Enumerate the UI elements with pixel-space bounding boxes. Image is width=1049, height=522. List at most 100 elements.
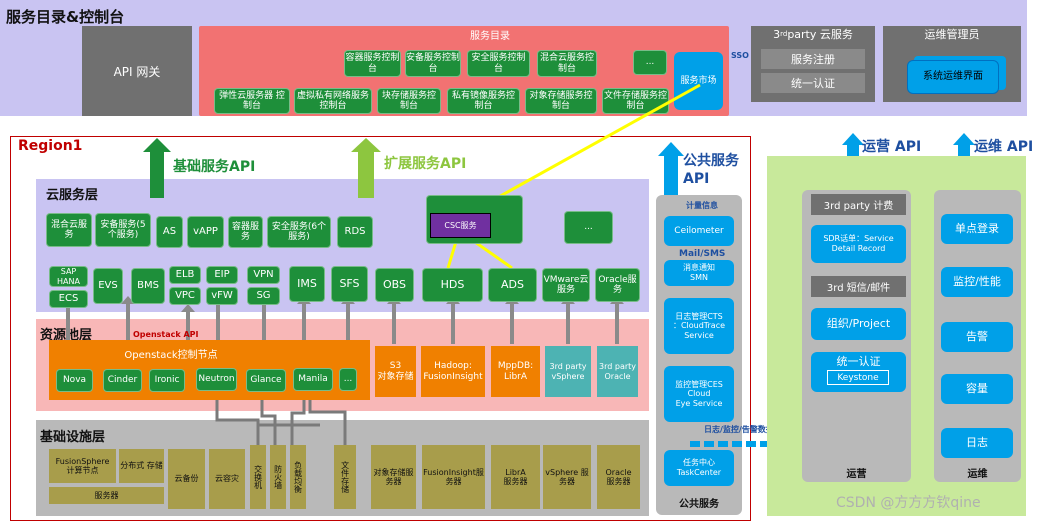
region-frame bbox=[10, 136, 751, 521]
catalog-ecs-console: 弹性云服务器 控制台 bbox=[214, 88, 290, 114]
vsphere-server: vSphere 服务器 bbox=[543, 445, 591, 509]
catalog-image-console: 私有镜像服务控制台 bbox=[447, 88, 520, 114]
sso-label: SSO bbox=[731, 51, 749, 60]
distributed-storage: 分布式 存储 bbox=[119, 449, 164, 483]
libra-server: LibrA 服务器 bbox=[491, 445, 540, 509]
cts-text: 日志管理CTS ：CloudTrace Service bbox=[672, 311, 726, 340]
cloud-layer-title: 云服务层 bbox=[46, 188, 99, 203]
service-market: 服务市场 bbox=[674, 52, 723, 110]
obs: OBS bbox=[375, 268, 414, 302]
mppdb-text: MppDB: LibrA bbox=[497, 361, 534, 382]
sfs: SFS bbox=[331, 266, 368, 302]
s3-storage-text: S3 对象存储 bbox=[377, 361, 414, 382]
openstack-more: ... bbox=[339, 368, 357, 391]
ims: IMS bbox=[289, 266, 325, 302]
keystone: Keystone bbox=[827, 370, 889, 385]
as-service: AS bbox=[156, 216, 183, 248]
infra-up-lines bbox=[215, 398, 347, 445]
load-balancer: 负载均衡 bbox=[290, 445, 306, 509]
vfw: vFW bbox=[206, 287, 238, 305]
firewall-text: 防火墙 bbox=[273, 465, 283, 489]
log: 日志 bbox=[941, 428, 1013, 458]
unified-auth: 统一认证 bbox=[761, 73, 865, 93]
ces-text: 监控管理CES Cloud Eye Service bbox=[675, 379, 723, 408]
mppdb-libra: MppDB: LibrA bbox=[491, 346, 540, 397]
fusioninsight-server: FusionInsight服务器 bbox=[422, 445, 485, 509]
fusionsphere-text: FusionSphere 计算节点 bbox=[55, 456, 110, 475]
neutron: Neutron bbox=[196, 368, 237, 391]
smn: 消息通知 SMN bbox=[664, 260, 734, 286]
catalog-security-console: 安全服务控制台 bbox=[467, 50, 530, 77]
service-registration: 服务注册 bbox=[761, 49, 865, 69]
object-storage-server: 对象存储服务器 bbox=[371, 445, 416, 509]
ext-api-label: 扩展服务API bbox=[384, 156, 467, 172]
third-party-oracle: 3rd party Oracle bbox=[597, 346, 638, 397]
csc-service: CSC服务 bbox=[430, 213, 491, 238]
oracle-server: Oracle 服务器 bbox=[597, 445, 640, 509]
vmware-service: VMware云服务 bbox=[542, 268, 590, 302]
region-title: Region1 bbox=[18, 138, 83, 154]
operation-title: 运营 bbox=[846, 468, 867, 480]
ext-api-arrow bbox=[351, 138, 381, 198]
public-api-arrow bbox=[658, 142, 684, 195]
switch: 交换机 bbox=[250, 445, 266, 509]
service-catalog-title: 服务目录 bbox=[470, 30, 510, 42]
basic-api-label: 基础服务API bbox=[173, 159, 256, 175]
ceilometer: Ceilometer bbox=[664, 216, 734, 246]
oracle-server-text: Oracle 服务器 bbox=[605, 467, 632, 486]
catalog-block-storage-console: 块存储服务控制台 bbox=[377, 88, 441, 114]
ops-api-label: 运营 API bbox=[862, 139, 922, 155]
ops-ui: 系统运维界面 bbox=[907, 60, 999, 94]
evs: EVS bbox=[93, 268, 123, 304]
watermark: CSDN @方方方钦qine bbox=[836, 495, 981, 511]
rds-service: RDS bbox=[337, 216, 373, 248]
third-party-billing: 3rd party 计费 bbox=[811, 194, 906, 215]
hybrid-cloud-service: 混合云服务 bbox=[46, 213, 92, 247]
file-storage-text: 文件存储 bbox=[340, 461, 350, 493]
third-party-vsphere: 3rd party vSphere bbox=[545, 346, 591, 397]
cloud-more: ... bbox=[564, 211, 613, 244]
libra-server-text: LibrA 服务器 bbox=[503, 467, 528, 486]
nova: Nova bbox=[56, 369, 93, 392]
ads: ADS bbox=[488, 268, 537, 302]
catalog-hybrid-console: 混合云服务控制台 bbox=[537, 50, 597, 77]
cloud-dr: 云容灾 bbox=[209, 449, 245, 509]
third-party-sms-mail: 3rd 短信/邮件 bbox=[811, 276, 906, 297]
ironic: Ironic bbox=[149, 369, 185, 392]
vpc: VPC bbox=[169, 287, 201, 305]
maint-api-label: 运维 API bbox=[974, 139, 1034, 155]
ops-api-arrow bbox=[842, 133, 864, 155]
sdr-text: SDR话单：Service Detail Record bbox=[823, 234, 894, 253]
api-gateway: API 网关 bbox=[82, 26, 192, 116]
infra-layer-title: 基础设施层 bbox=[40, 430, 106, 445]
org-project: 组织/Project bbox=[811, 308, 906, 340]
third-party-title-suffix: party 云服务 bbox=[787, 28, 853, 41]
top-title: 服务目录&控制台 bbox=[6, 8, 125, 26]
billing-info-label: 计量信息 bbox=[686, 201, 718, 210]
catalog-more: ... bbox=[633, 50, 667, 75]
elb: ELB bbox=[169, 266, 201, 284]
taskcenter-text: 任务中心 TaskCenter bbox=[676, 458, 722, 477]
manila: Manila bbox=[293, 368, 333, 391]
cloud-backup: 云备份 bbox=[168, 449, 205, 509]
security-backup-service: 安备服务(5个服务) bbox=[95, 213, 151, 247]
basic-api-arrow bbox=[143, 138, 171, 198]
catalog-object-storage-console: 对象存储服务控制台 bbox=[525, 88, 597, 114]
catalog-vpc-console: 虚拟私有网络服务控制台 bbox=[294, 88, 372, 114]
alarm: 告警 bbox=[941, 322, 1013, 352]
s3-storage: S3 对象存储 bbox=[375, 346, 416, 397]
vsphere-text: 3rd party vSphere bbox=[549, 362, 587, 381]
log-data-label: 日志/监控/告警数据 bbox=[704, 425, 774, 434]
openstack-api-label: Openstack API bbox=[133, 330, 199, 339]
security-service: 安全服务(6个服务) bbox=[267, 216, 331, 248]
glance: Glance bbox=[246, 369, 286, 392]
switch-text: 交换机 bbox=[253, 465, 263, 489]
container-service: 容器服务 bbox=[228, 216, 263, 248]
catalog-container-console: 容器服务控制台 bbox=[344, 50, 401, 77]
hadoop-text: Hadoop: FusionInsight bbox=[423, 361, 483, 382]
resource-up-arrows bbox=[61, 296, 624, 392]
sdr-record: SDR话单：Service Detail Record bbox=[811, 225, 906, 263]
maint-api-arrow bbox=[953, 133, 975, 155]
sap-hana: SAP HANA bbox=[49, 266, 88, 287]
